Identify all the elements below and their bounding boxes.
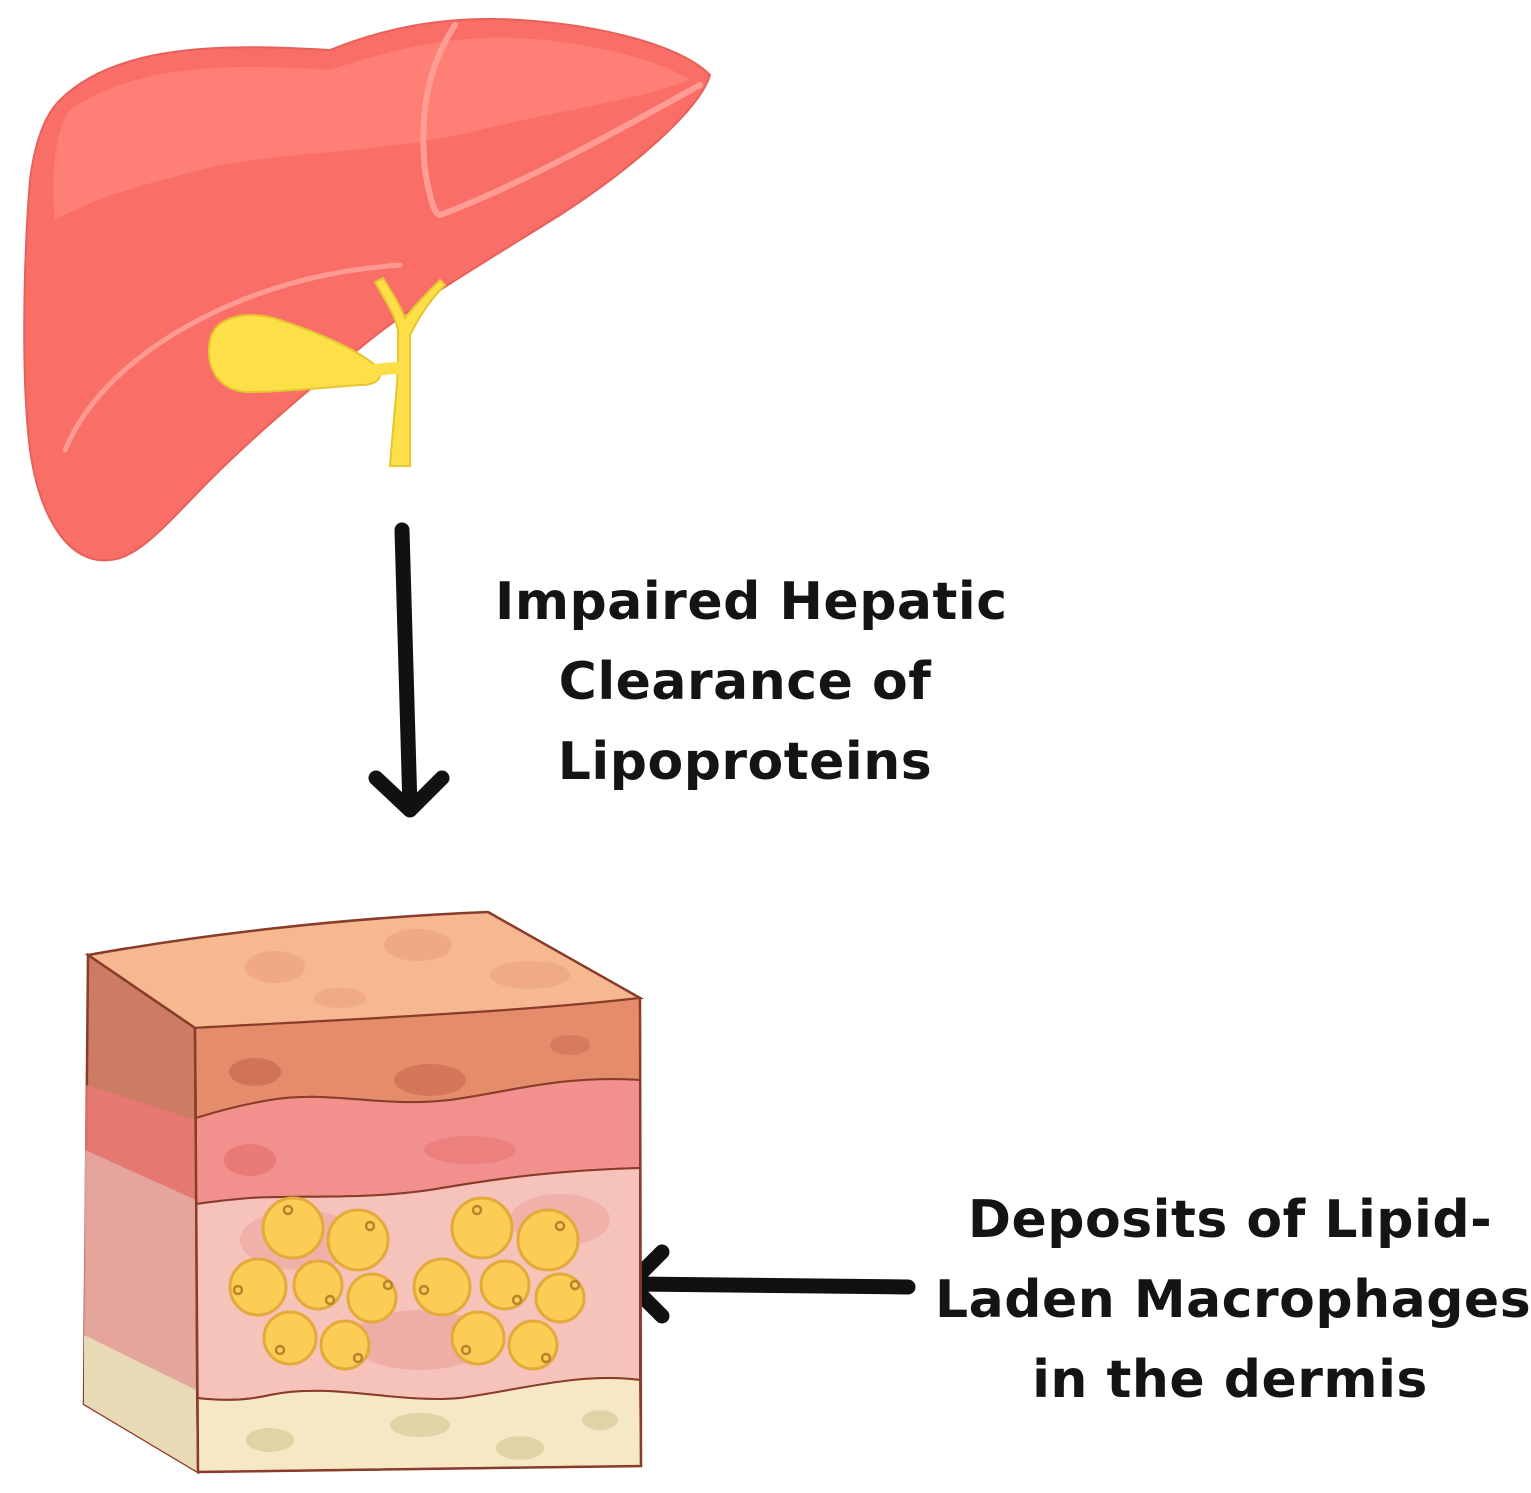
dermis-label-line-1: Deposits of Lipid- — [967, 1190, 1493, 1250]
dermis-label-line-3: in the dermis — [1032, 1350, 1428, 1410]
down-arrow-icon — [368, 522, 450, 818]
hepatic-clearance-label: Impaired Hepatic Clearance of Lipoprotei… — [495, 562, 1008, 802]
left-arrow-icon — [622, 1244, 916, 1324]
macrophage-cluster-right — [412, 1196, 586, 1371]
dermis-label-line-2: Laden Macrophages — [935, 1270, 1531, 1330]
skin-cross-section-icon — [82, 910, 644, 1475]
hepatic-label-line-2: Clearance of — [558, 652, 932, 712]
macrophage-deposits-label: Deposits of Lipid- Laden Macrophages in … — [935, 1180, 1531, 1420]
hepatic-label-line-1: Impaired Hepatic — [495, 572, 1008, 632]
hepatic-label-line-3: Lipoproteins — [557, 732, 933, 792]
liver-icon — [23, 18, 712, 562]
macrophage-cluster-left — [228, 1196, 398, 1371]
